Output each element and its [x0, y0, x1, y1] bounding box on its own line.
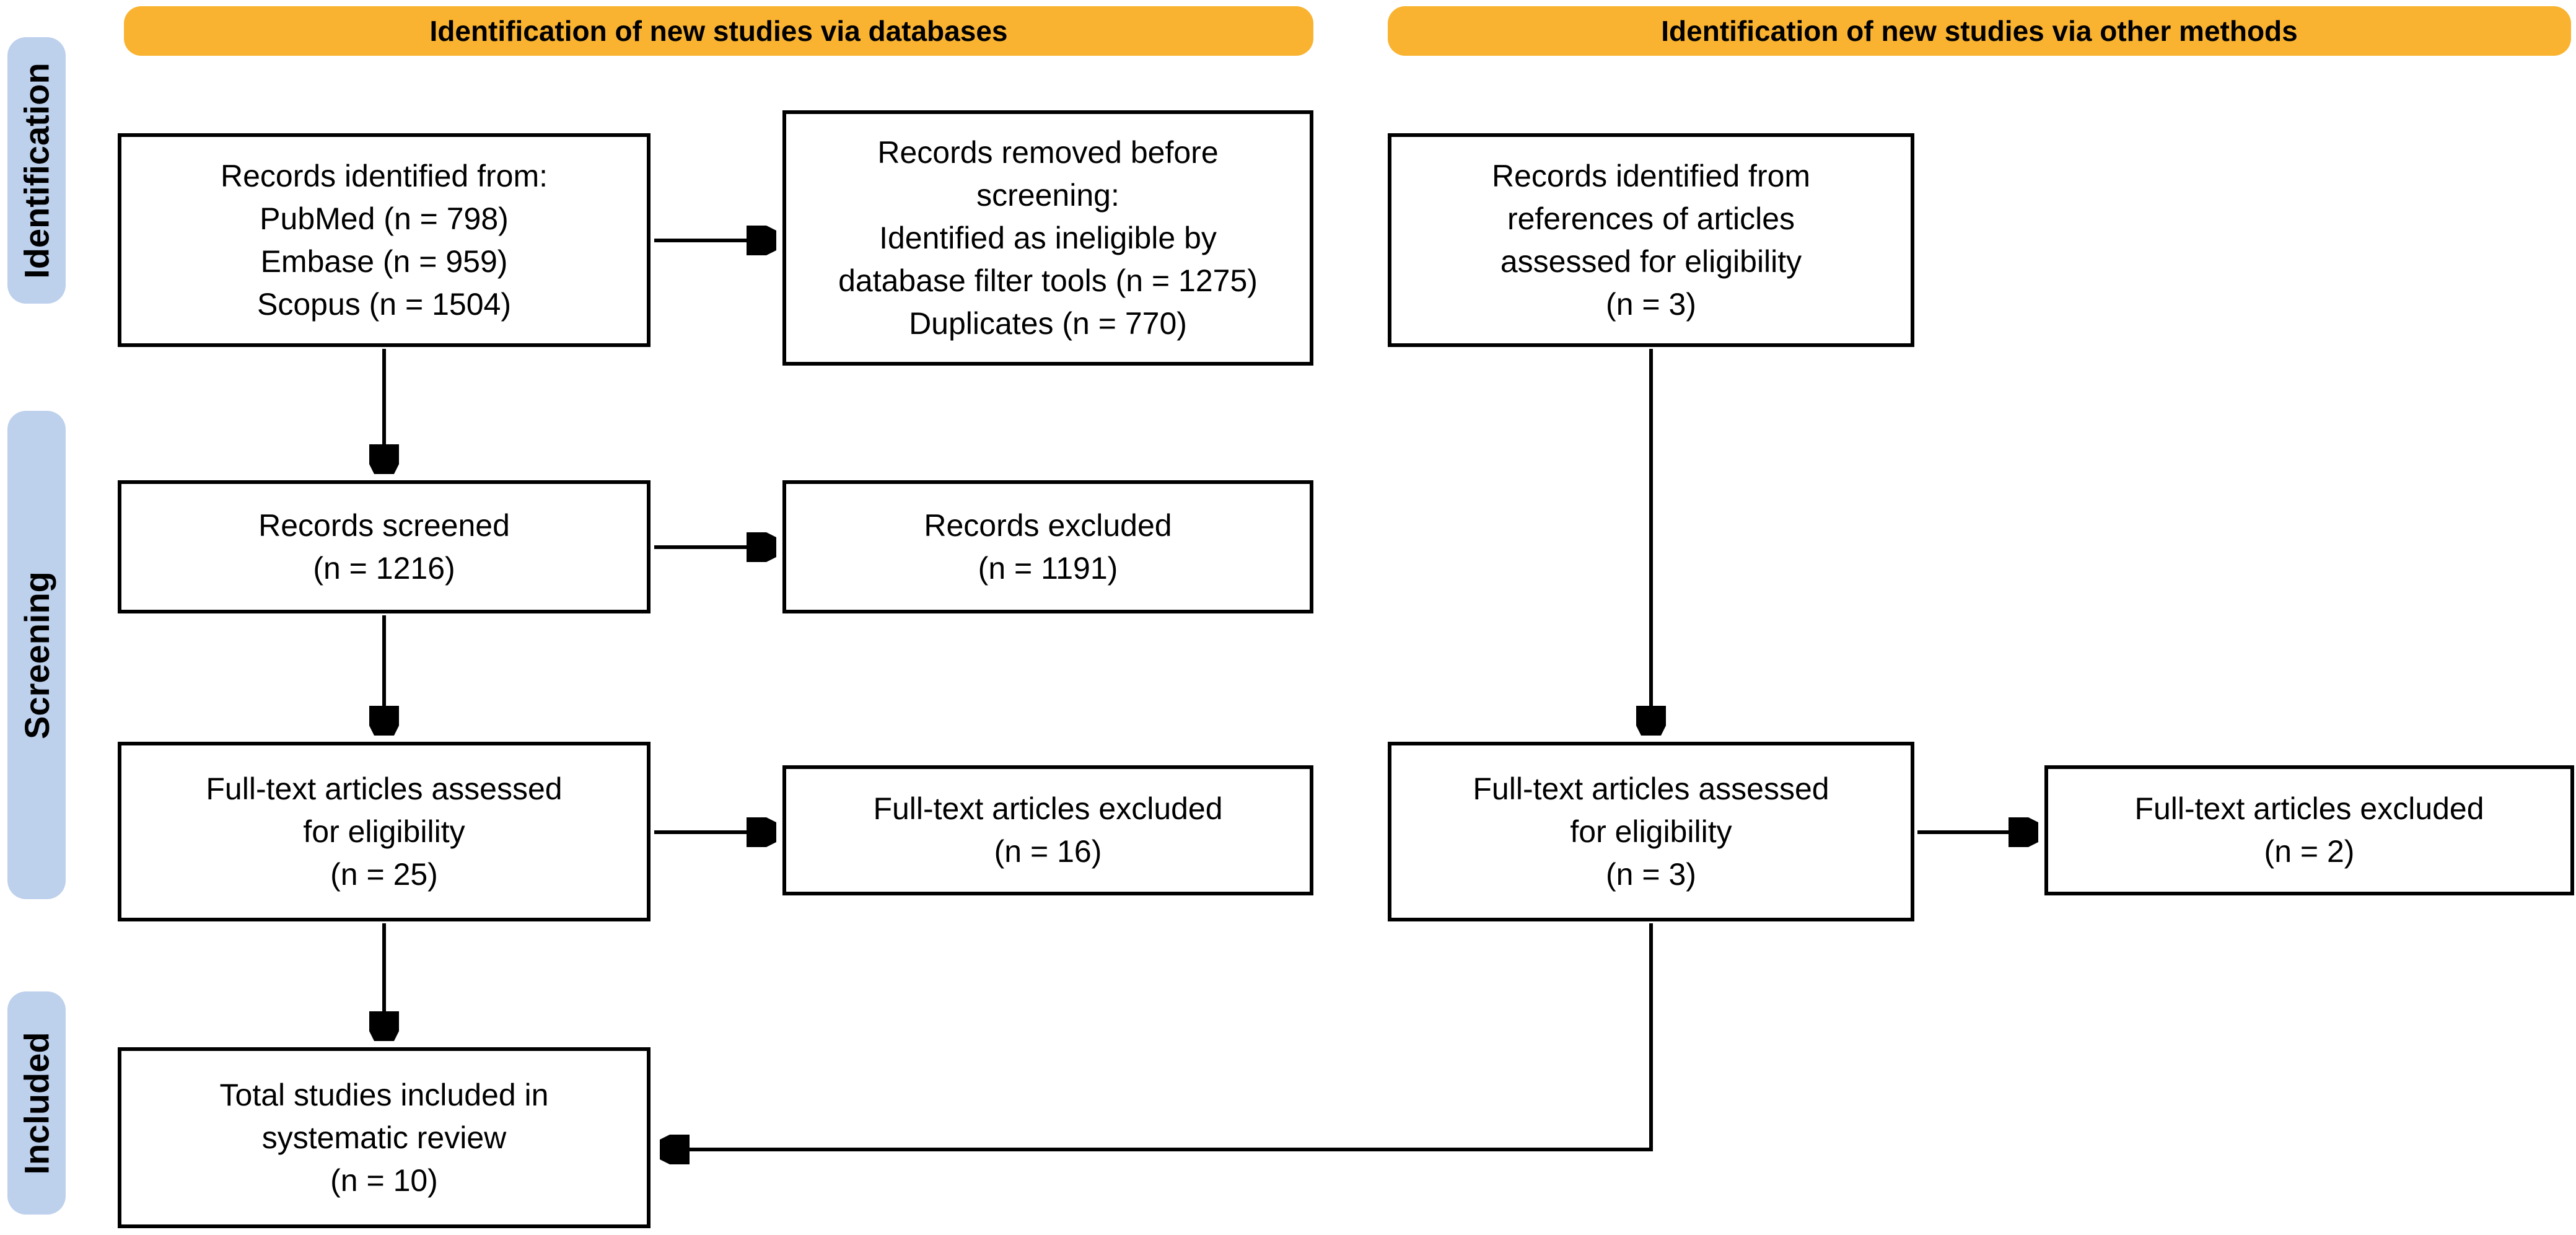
- stage-included-label: Included: [17, 1031, 56, 1175]
- box-records-removed: Records removed before screening: Identi…: [782, 110, 1313, 366]
- stage-identification-label: Identification: [17, 62, 56, 279]
- stage-identification: Identification: [7, 37, 66, 304]
- banner-other-methods: Identification of new studies via other …: [1388, 6, 2571, 56]
- arrow-fulltext-refs-to-included: [663, 923, 1653, 1149]
- stage-screening: Screening: [7, 411, 66, 899]
- box-fulltext-excluded-references: Full-text articles excluded (n = 2): [2044, 765, 2574, 895]
- box-fulltext-assessed-references: Full-text articles assessed for eligibil…: [1388, 742, 1914, 921]
- box-fulltext-excluded-databases: Full-text articles excluded (n = 16): [782, 765, 1313, 895]
- box-records-excluded: Records excluded (n = 1191): [782, 480, 1313, 613]
- banner-databases: Identification of new studies via databa…: [124, 6, 1313, 56]
- box-total-included: Total studies included in systematic rev…: [118, 1047, 651, 1228]
- box-fulltext-assessed-databases: Full-text articles assessed for eligibil…: [118, 742, 651, 921]
- stage-included: Included: [7, 991, 66, 1215]
- stage-screening-label: Screening: [17, 571, 56, 739]
- box-records-screened: Records screened (n = 1216): [118, 480, 651, 613]
- box-records-identified-references: Records identified from references of ar…: [1388, 133, 1914, 347]
- box-records-identified-databases: Records identified from: PubMed (n = 798…: [118, 133, 651, 347]
